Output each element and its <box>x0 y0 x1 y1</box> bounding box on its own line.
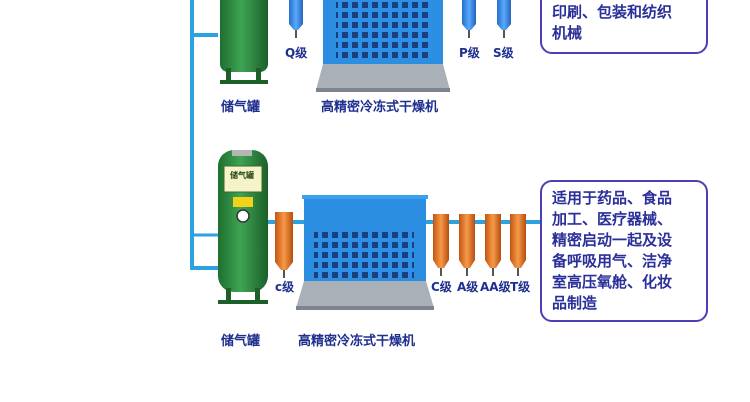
bottom-air-tank <box>218 150 268 304</box>
bottom-filter-c-lower <box>275 212 293 278</box>
top-desc-line-1: 印刷、包装和纺织 <box>552 3 673 21</box>
top-filter-p-label: P级 <box>459 46 480 60</box>
bottom-desc-line-5: 室高压氧舱、化妆 <box>552 273 673 291</box>
top-tank-label: 储气罐 <box>221 100 261 115</box>
bottom-desc-line-4: 备呼吸用气、洁净 <box>552 252 673 270</box>
top-dryer <box>316 0 450 92</box>
bottom-filter-a <box>459 214 475 276</box>
bottom-filter-aa-label: AA级 <box>480 280 511 294</box>
bottom-filter-c-upper <box>433 214 449 276</box>
bottom-filter-c-upper-label: C级 <box>431 280 452 294</box>
top-air-tank <box>220 0 268 84</box>
top-filter-s <box>497 0 511 38</box>
top-filter-p <box>462 0 476 38</box>
top-description-box: 印刷、包装和纺织 机械 <box>540 0 708 54</box>
top-filter-q-label: Q级 <box>285 46 308 60</box>
bottom-desc-line-6: 品制造 <box>552 294 598 312</box>
bottom-filter-a-label: A级 <box>457 280 479 294</box>
bottom-desc-line-2: 加工、医疗器械、 <box>552 210 673 228</box>
bottom-filter-t-label: T级 <box>510 280 531 294</box>
bottom-desc-line-1: 适用于药品、食品 <box>552 189 673 207</box>
bottom-filter-aa <box>485 214 501 276</box>
top-filter-q <box>289 0 303 38</box>
bottom-description-box: 适用于药品、食品 加工、医疗器械、 精密启动一起及设 备呼吸用气、洁净 室高压氧… <box>540 180 708 322</box>
tank-badge-text: 储气罐 <box>230 171 254 180</box>
bottom-filter-c-lower-label: c级 <box>275 280 295 294</box>
bottom-filter-t <box>510 214 526 276</box>
bottom-tank-label: 储气罐 <box>221 334 261 349</box>
bottom-desc-line-3: 精密启动一起及设 <box>552 231 673 249</box>
bottom-dryer-label: 高精密冷冻式干燥机 <box>298 334 416 349</box>
top-desc-line-2: 机械 <box>552 24 583 42</box>
top-filter-s-label: S级 <box>493 46 514 60</box>
bottom-dryer <box>296 195 434 310</box>
top-dryer-label: 高精密冷冻式干燥机 <box>321 100 439 115</box>
